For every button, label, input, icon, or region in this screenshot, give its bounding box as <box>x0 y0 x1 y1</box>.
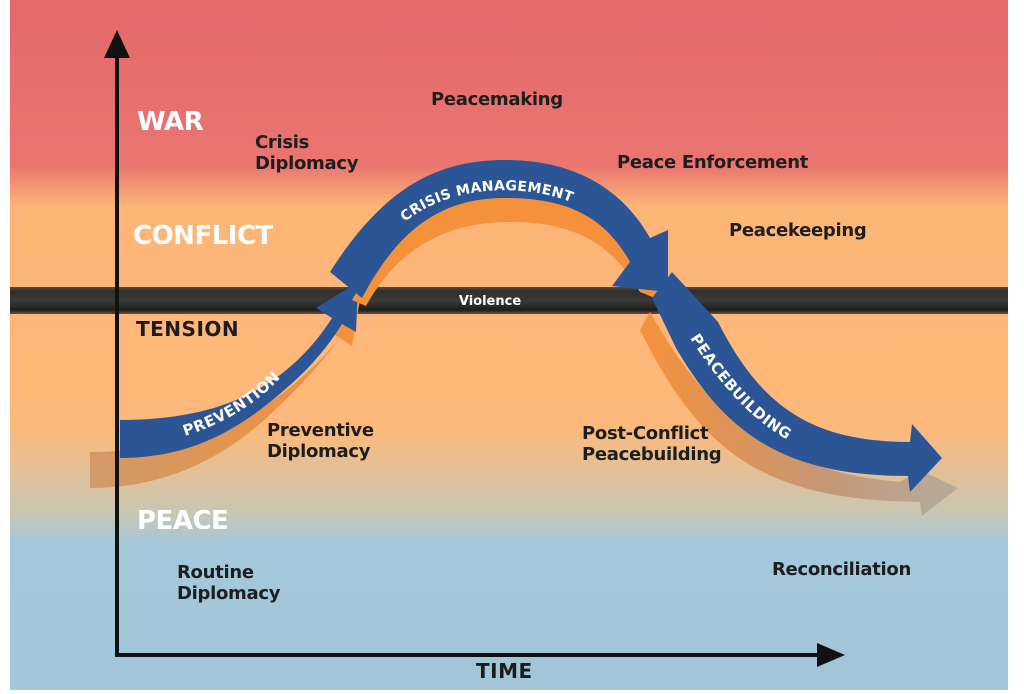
activity-preventive-diplomacy: Preventive Diplomacy <box>267 420 374 462</box>
background-gradient <box>10 0 1008 690</box>
level-tension: TENSION <box>136 317 240 341</box>
activity-crisis-diplomacy-line1: Crisis <box>255 132 310 153</box>
crisis-management-arrow <box>330 160 668 298</box>
y-axis-arrowhead <box>104 30 130 58</box>
activity-peacekeeping: Peacekeeping <box>729 220 867 241</box>
activity-post-conflict-peacebuilding: Post-Conflict Peacebuilding <box>582 423 722 465</box>
activity-peacemaking: Peacemaking <box>431 89 563 110</box>
activity-post-conflict-line1: Post-Conflict <box>582 423 709 444</box>
activity-preventive-diplomacy-line2: Diplomacy <box>267 440 371 462</box>
activity-routine-diplomacy-line1: Routine <box>177 562 254 583</box>
violence-band <box>10 287 1008 314</box>
activity-crisis-diplomacy-line2: Diplomacy <box>255 152 359 174</box>
activity-crisis-diplomacy: Crisis Diplomacy <box>255 132 359 174</box>
activity-routine-diplomacy: Routine Diplomacy <box>177 562 281 604</box>
activity-preventive-diplomacy-line1: Preventive <box>267 420 374 441</box>
peacebuilding-arrow <box>652 272 942 492</box>
x-axis-label: TIME <box>476 659 533 683</box>
level-war: WAR <box>137 107 204 137</box>
x-axis-arrowhead <box>817 643 845 667</box>
violence-label: Violence <box>459 294 521 309</box>
activity-routine-diplomacy-line2: Diplomacy <box>177 582 281 604</box>
activity-post-conflict-line2: Peacebuilding <box>582 443 722 465</box>
activity-reconciliation: Reconciliation <box>772 559 912 580</box>
activity-peace-enforcement: Peace Enforcement <box>617 152 809 173</box>
prevention-arrow <box>120 282 358 458</box>
crisis-management-arrow-shadow <box>352 195 666 306</box>
peacebuilding-arrow-shadow <box>640 312 958 516</box>
level-conflict: CONFLICT <box>133 221 273 251</box>
level-peace: PEACE <box>137 506 229 536</box>
